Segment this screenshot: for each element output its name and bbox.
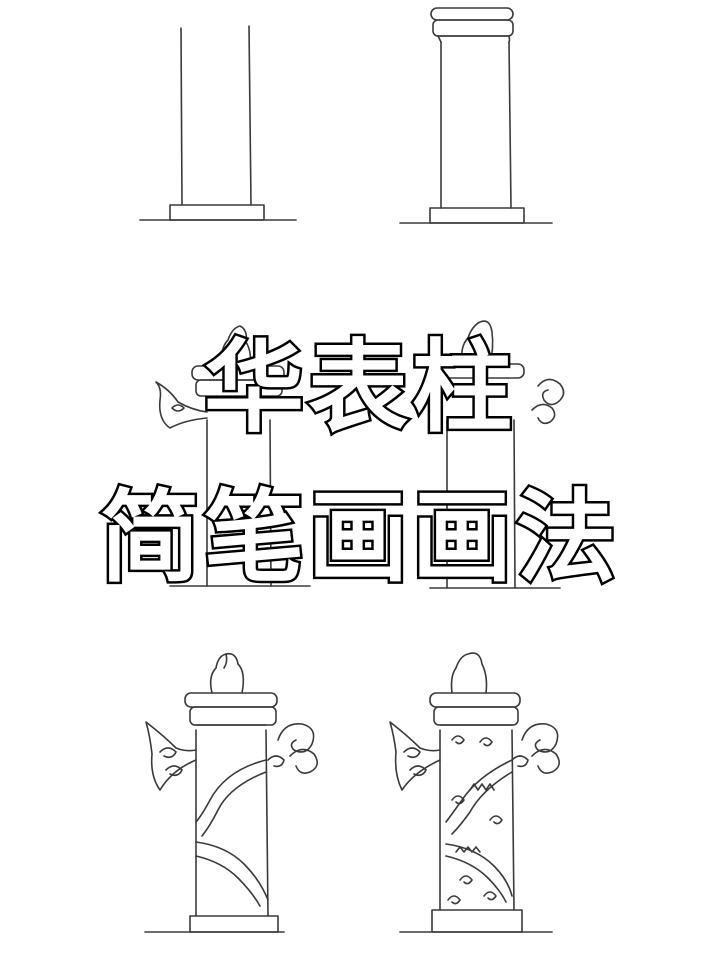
step-5-sketch — [389, 652, 560, 933]
page-subtitle: 简笔画画法 — [98, 479, 620, 596]
step-4-sketch — [144, 652, 318, 933]
step-3-sketch — [155, 325, 311, 587]
step-2-sketch — [399, 7, 553, 224]
step-1-sketch — [139, 25, 297, 221]
page-title: 华表柱 — [202, 329, 516, 446]
step-3b-sketch — [429, 320, 565, 589]
